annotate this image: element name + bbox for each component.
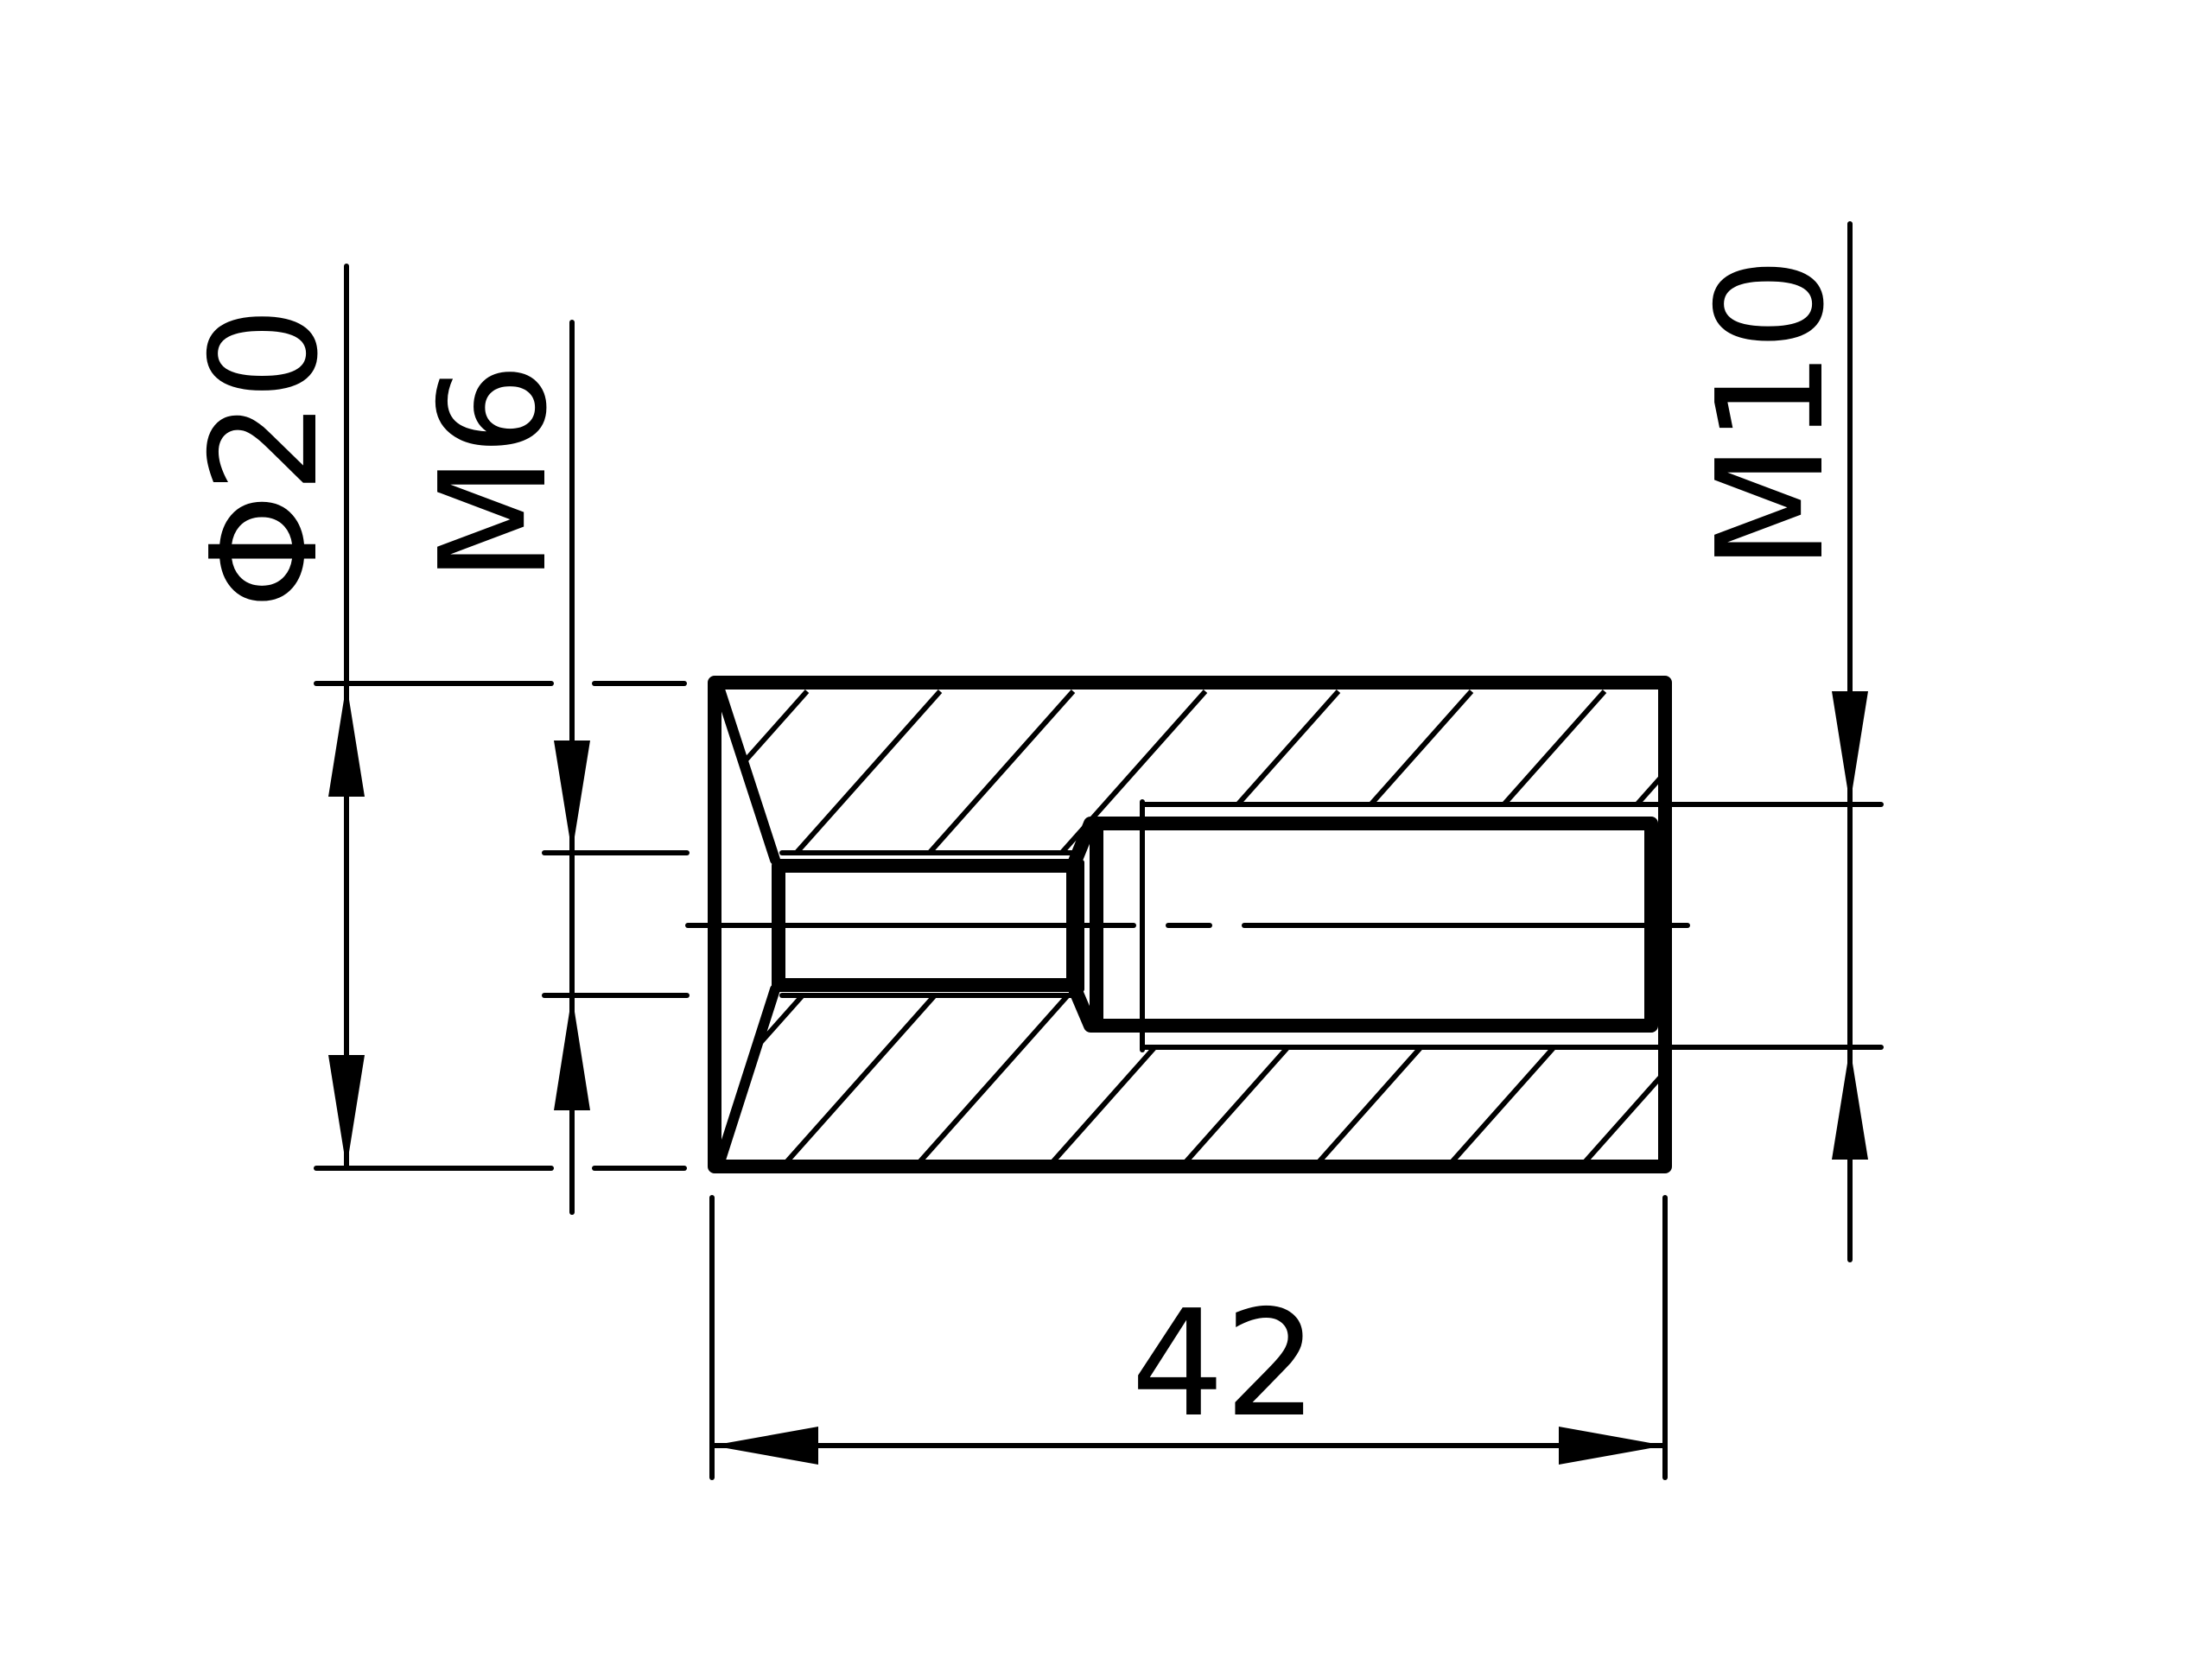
arrow-icon <box>712 1427 818 1465</box>
arrow-icon <box>554 995 590 1110</box>
dimension-outer-diameter: Φ20 <box>180 264 365 1171</box>
dimension-label-overall-length: 42 <box>1131 1279 1318 1450</box>
dimension-overall-length: 42 <box>709 1195 1668 1480</box>
dimension-m6: M6 <box>409 320 590 1215</box>
arrow-icon <box>1832 1047 1868 1160</box>
countersink <box>715 684 780 1167</box>
dimension-label-m10: M10 <box>1686 257 1857 571</box>
arrow-icon <box>328 1055 365 1168</box>
arrow-icon <box>1832 691 1868 804</box>
dimension-label-m6: M6 <box>409 363 580 583</box>
arrow-icon <box>328 683 365 797</box>
arrow-icon <box>1559 1427 1665 1465</box>
dimension-label-outer-diameter: Φ20 <box>180 307 351 609</box>
extension-lines-left <box>314 681 690 1171</box>
arrow-icon <box>554 741 590 853</box>
dimension-m10: M10 <box>1658 221 1884 1262</box>
